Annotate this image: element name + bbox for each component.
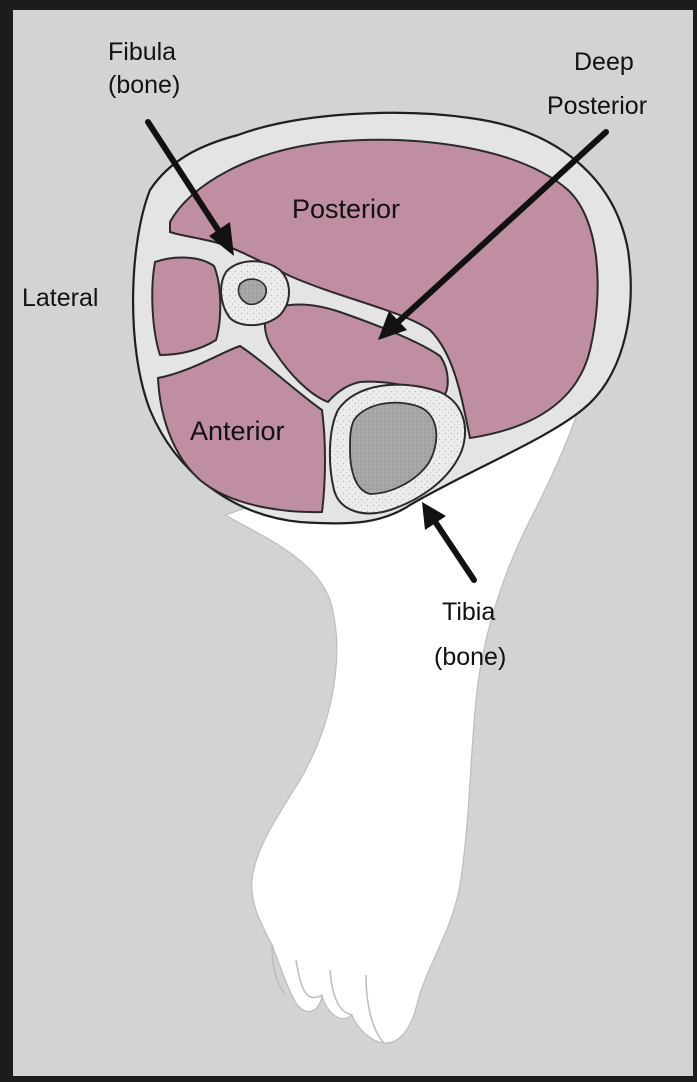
fibula-label-line1: Fibula: [108, 38, 176, 66]
tibia-label-line2: (bone): [434, 643, 506, 671]
fibula-marrow: [238, 279, 266, 304]
deep-posterior-label-line1: Deep: [574, 48, 634, 76]
lateral-compartment: [152, 257, 220, 355]
fibula-label-line2: (bone): [108, 71, 180, 99]
lateral-label: Lateral: [22, 284, 98, 312]
tibia-label-line1: Tibia: [442, 598, 495, 626]
anterior-label: Anterior: [190, 416, 285, 446]
posterior-label: Posterior: [292, 194, 400, 224]
deep-posterior-label-line2: Posterior: [547, 92, 647, 120]
